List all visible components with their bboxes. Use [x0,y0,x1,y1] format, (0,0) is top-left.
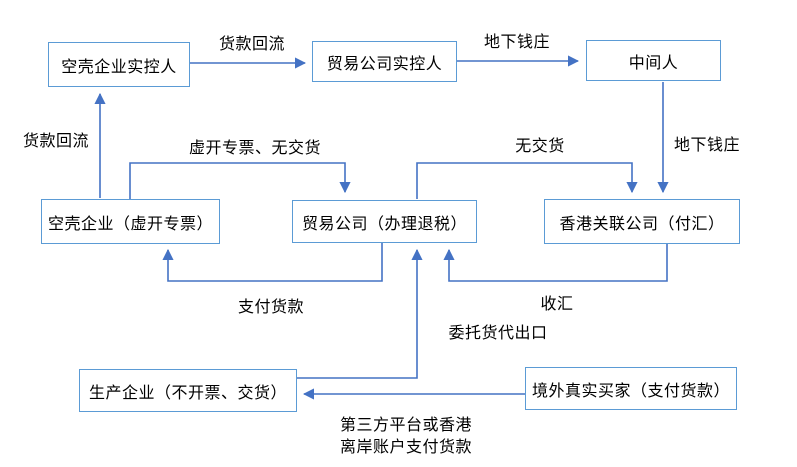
box-producer: 生产企业（不开票、交货） [79,369,297,412]
arrow-fake-invoice [129,162,351,199]
box-middleman: 中间人 [586,40,721,81]
edge-label-entrust-forwarder: 委托货代出口 [448,325,548,342]
edge-label-payment-return-top: 货款回流 [218,36,286,53]
arrow-no-delivery [416,162,638,199]
edge-label-underground-bank-right: 地下钱庄 [673,137,741,154]
edge-label-third-party-line2: 离岸账户支付货款 [340,439,473,456]
arrow-pay-goods [162,243,383,282]
edge-label-fake-invoice: 虚开专票、无交货 [188,140,322,157]
edge-label-payment-return-left: 货款回流 [23,133,90,150]
edge-label-pay-goods: 支付货款 [237,299,305,316]
box-overseas-buyer: 境外真实买家（支付货款） [525,367,737,410]
box-trading-company: 贸易公司（办理退税） [292,200,477,243]
box-shell-controller: 空壳企业实控人 [48,42,190,87]
arrow-entrust-forwarder [297,248,423,379]
box-shell-company: 空壳企业（虚开专票） [41,199,220,244]
edge-label-no-delivery: 无交货 [515,138,565,155]
edge-label-underground-bank-top: 地下钱庄 [483,34,551,51]
arrow-receive-remittance [443,244,668,282]
box-trading-controller: 贸易公司实控人 [312,41,457,82]
box-hk-company: 香港关联公司（付汇） [544,199,740,244]
edge-label-third-party-line1: 第三方平台或香港 [340,417,473,434]
edge-label-receive-remittance: 收汇 [540,296,574,313]
